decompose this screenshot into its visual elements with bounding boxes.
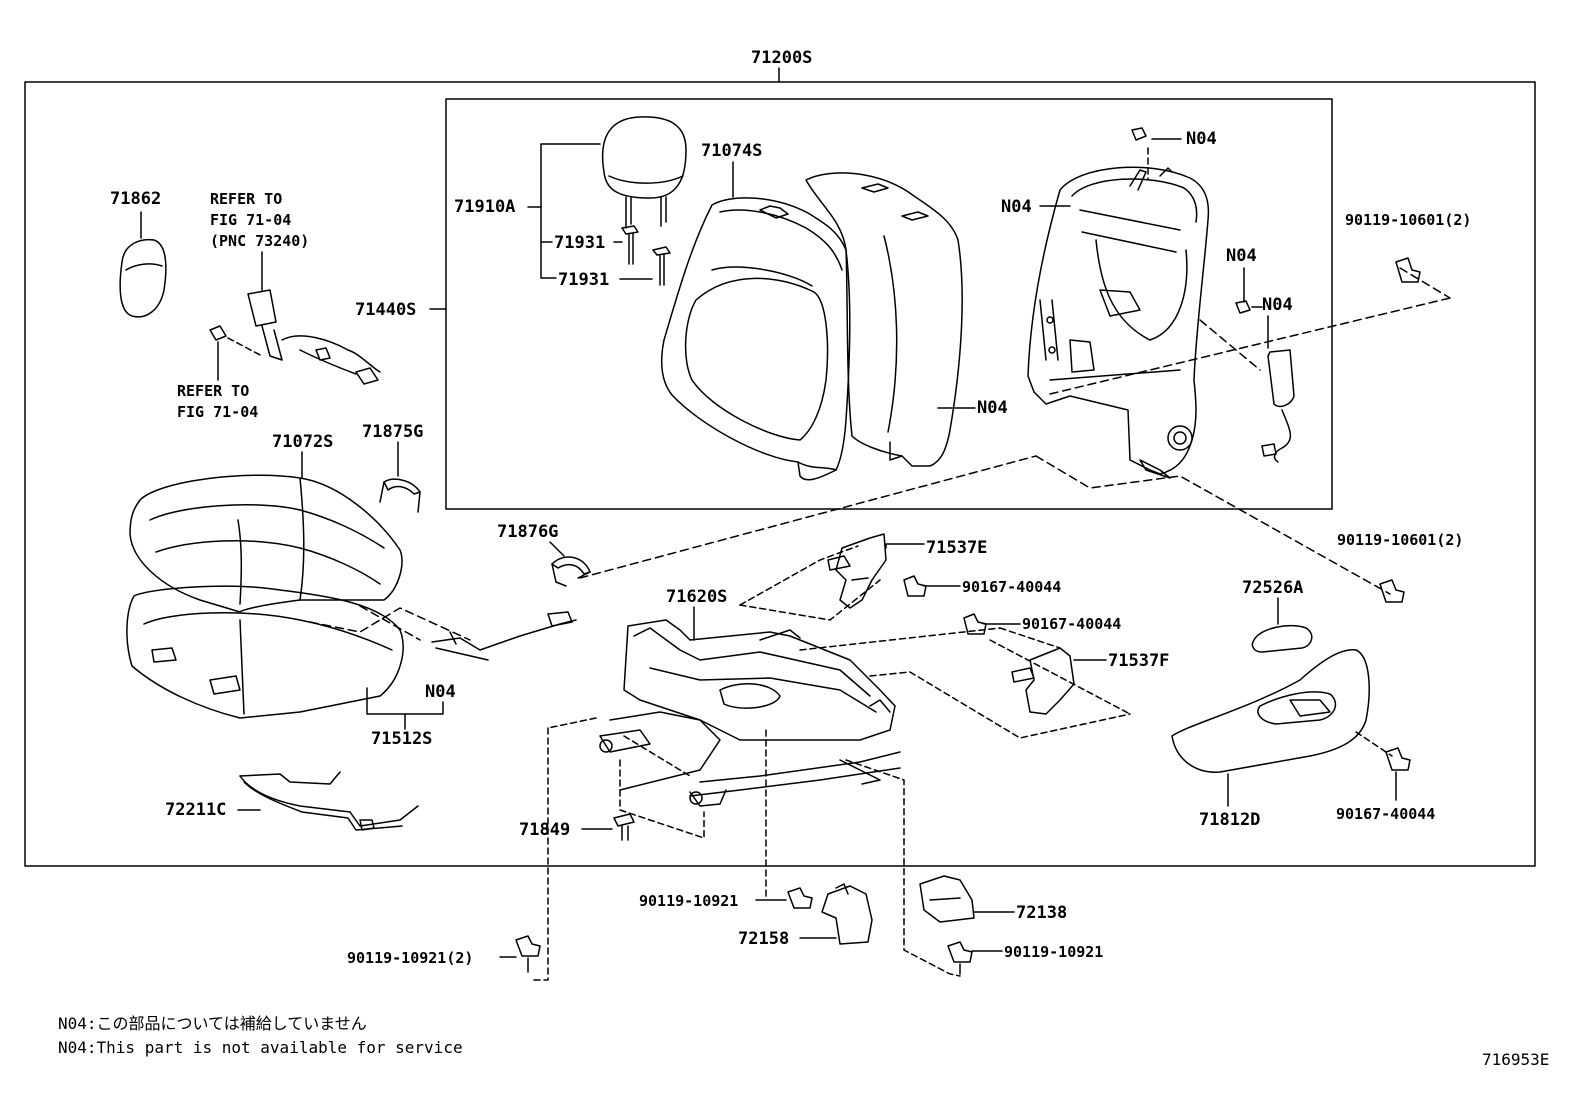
bolt-71849-drawing xyxy=(613,813,635,841)
cover-72138-drawing xyxy=(919,875,975,923)
part-label: 90167-40044 xyxy=(1336,805,1436,823)
cushion-cover-drawing xyxy=(129,474,403,613)
part-label: 90119-10921 xyxy=(639,892,739,910)
part-label: N04 xyxy=(1001,197,1032,217)
part-label: 72526A xyxy=(1242,578,1304,598)
footnote-english: N04:This part is not available for servi… xyxy=(58,1038,463,1057)
clip-71875g-drawing xyxy=(379,478,421,513)
seat-sensor-drawing xyxy=(431,611,577,661)
part-label: 90119-10921 xyxy=(1004,943,1104,961)
part-label: 90167-40044 xyxy=(1022,615,1122,633)
seatback-pad-drawing xyxy=(805,172,963,467)
assembly-code: 71200S xyxy=(751,48,813,68)
part-label: 90119-10601(2) xyxy=(1337,531,1464,549)
part-label: N04 xyxy=(425,682,456,702)
part-label: 71931 xyxy=(558,270,610,290)
seatback-cover-drawing xyxy=(660,197,851,481)
part-label: 71072S xyxy=(272,432,334,452)
headrest-guide-drawing xyxy=(621,225,671,286)
part-label: 71537F xyxy=(1108,651,1170,671)
inner-frame xyxy=(445,98,1333,510)
clip-71876g-drawing xyxy=(551,556,591,587)
refer-note: REFER TO FIG 71-04 xyxy=(177,382,259,421)
part-label: 71440S xyxy=(355,300,417,320)
cover-71537f-drawing xyxy=(1011,647,1075,715)
part-label: 72158 xyxy=(738,929,790,949)
part-label: 71875G xyxy=(362,422,424,442)
belt-buckle-drawing xyxy=(247,289,381,385)
outer-frame xyxy=(24,81,1536,867)
seatback-frame-drawing xyxy=(1027,166,1210,479)
part-label: 72138 xyxy=(1016,903,1068,923)
cap-71862-drawing xyxy=(119,238,167,318)
part-label: 71537E xyxy=(926,538,988,558)
cushion-pad-drawing xyxy=(126,585,404,719)
cover-72158-drawing xyxy=(821,883,873,945)
knob-72526a-drawing xyxy=(1251,624,1313,653)
part-label: 72211C xyxy=(165,800,227,820)
part-label: 71512S xyxy=(371,729,433,749)
footnote-japanese: N04:この部品については補給していません xyxy=(58,1014,367,1033)
part-label: 71876G xyxy=(497,522,559,542)
part-label: 71074S xyxy=(701,141,763,161)
part-label: 71812D xyxy=(1199,810,1261,830)
part-label: 90119-10921(2) xyxy=(347,949,474,967)
wire-72211c-drawing xyxy=(239,771,419,831)
seat-adjuster-drawing xyxy=(599,619,901,807)
cover-71537e-drawing xyxy=(827,533,887,609)
part-label: N04 xyxy=(1186,129,1217,149)
side-airbag-drawing xyxy=(1261,349,1295,463)
part-label: 71910A xyxy=(454,197,516,217)
part-label: 71620S xyxy=(666,587,728,607)
refer-note: REFER TO FIG 71-04 (PNC 73240) xyxy=(210,190,310,250)
headrest-bracket xyxy=(540,143,601,279)
part-label: 90167-40044 xyxy=(962,578,1062,596)
part-label: 71849 xyxy=(519,820,571,840)
part-label: N04 xyxy=(1262,295,1293,315)
part-label: 90119-10601(2) xyxy=(1345,211,1472,229)
part-label: 71931 xyxy=(554,233,606,253)
part-label: N04 xyxy=(1226,246,1257,266)
shield-71812d-drawing xyxy=(1171,649,1370,773)
headrest-drawing xyxy=(602,116,687,229)
part-label: 71862 xyxy=(110,189,162,209)
part-label: N04 xyxy=(977,398,1008,418)
figure-id: 716953E xyxy=(1482,1050,1550,1069)
